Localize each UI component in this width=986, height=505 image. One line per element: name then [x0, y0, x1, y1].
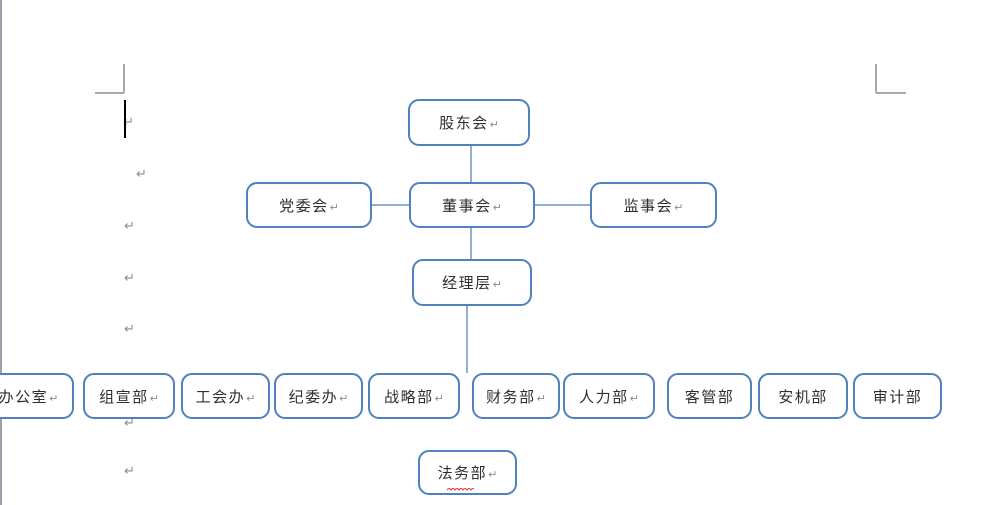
pilcrow-mark: ↵ [492, 278, 502, 291]
crop-mark-top-left-vertical [123, 64, 125, 93]
pilcrow-mark: ↵ [489, 118, 499, 131]
org-node-security-equipment-dept[interactable]: 安机部 [758, 373, 848, 419]
pilcrow-mark: ↵ [49, 391, 59, 405]
org-node-label: 党委会 [279, 196, 329, 215]
org-node-party-committee[interactable]: 党委会↵ [246, 182, 372, 228]
connector-shareholders-to-board[interactable] [470, 146, 472, 182]
org-node-human-resources-dept[interactable]: 人力部↵ [563, 373, 655, 419]
org-node-label: 战略部 [384, 387, 434, 406]
pilcrow-mark: ↵ [329, 200, 339, 214]
org-node-label: 工会办 [195, 387, 246, 406]
pilcrow-mark: ↵ [124, 464, 135, 479]
org-node-customer-management-dept[interactable]: 客管部 [667, 373, 752, 419]
org-node-management-level[interactable]: 经理层↵ [412, 259, 532, 306]
org-node-legal-affairs-dept[interactable]: 法务部↵ [418, 450, 517, 495]
pilcrow-mark: ↵ [124, 219, 135, 234]
org-node-label: 客管部 [684, 387, 735, 406]
pilcrow-mark: ↵ [492, 200, 502, 214]
org-node-discipline-inspection-office[interactable]: 纪委办↵ [274, 373, 363, 419]
pilcrow-mark: ↵ [339, 391, 349, 405]
connector-board-to-management[interactable] [470, 228, 472, 259]
org-node-strategy-dept[interactable]: 战略部↵ [368, 373, 460, 419]
crop-mark-top-left-horizontal [95, 92, 124, 94]
org-node-general-office[interactable]: 办公室↵ [0, 373, 74, 419]
org-node-label: 股东会 [439, 114, 489, 132]
org-node-label: 安机部 [778, 387, 828, 406]
pilcrow-mark: ↵ [488, 468, 498, 481]
org-node-supervisory-board[interactable]: 监事会↵ [590, 182, 717, 228]
org-node-label: 办公室 [0, 387, 49, 406]
connector-board-to-supervisory[interactable] [535, 204, 590, 206]
org-node-organization-publicity-dept[interactable]: 组宣部↵ [83, 373, 175, 419]
pilcrow-mark: ↵ [674, 200, 684, 214]
org-node-label: 法务部 [437, 464, 488, 482]
org-node-audit-dept[interactable]: 审计部 [853, 373, 942, 419]
pilcrow-mark: ↵ [536, 391, 546, 405]
crop-mark-top-right-horizontal [876, 92, 906, 94]
pilcrow-mark: ↵ [149, 391, 159, 405]
org-node-label: 监事会 [623, 196, 674, 215]
pilcrow-mark: ↵ [124, 271, 135, 286]
org-node-label: 审计部 [872, 387, 923, 406]
crop-mark-top-right-vertical [875, 64, 877, 93]
org-node-label: 纪委办 [288, 387, 339, 406]
page-edge-line [0, 0, 2, 505]
org-node-label: 人力部 [579, 387, 629, 406]
org-node-label: 经理层 [442, 274, 492, 292]
text-cursor [124, 100, 126, 138]
org-node-finance-dept[interactable]: 财务部↵ [472, 373, 560, 419]
org-node-label: 财务部 [486, 387, 536, 406]
pilcrow-mark: ↵ [629, 391, 639, 405]
pilcrow-mark: ↵ [124, 416, 135, 431]
org-node-board-of-directors[interactable]: 董事会↵ [409, 182, 535, 228]
connector-party-to-board[interactable] [372, 204, 409, 206]
pilcrow-mark: ↵ [434, 391, 444, 405]
org-node-label: 董事会 [442, 196, 492, 215]
pilcrow-mark: ↵ [136, 167, 147, 182]
spellcheck-underline [447, 488, 474, 491]
connector-management-to-departments[interactable] [466, 306, 468, 373]
pilcrow-mark: ↵ [123, 115, 134, 130]
pilcrow-mark: ↵ [246, 391, 256, 405]
org-node-shareholders-meeting[interactable]: 股东会↵ [408, 99, 530, 146]
pilcrow-mark: ↵ [124, 322, 135, 337]
org-node-labor-union-office[interactable]: 工会办↵ [181, 373, 270, 419]
org-node-label: 组宣部 [99, 387, 149, 406]
